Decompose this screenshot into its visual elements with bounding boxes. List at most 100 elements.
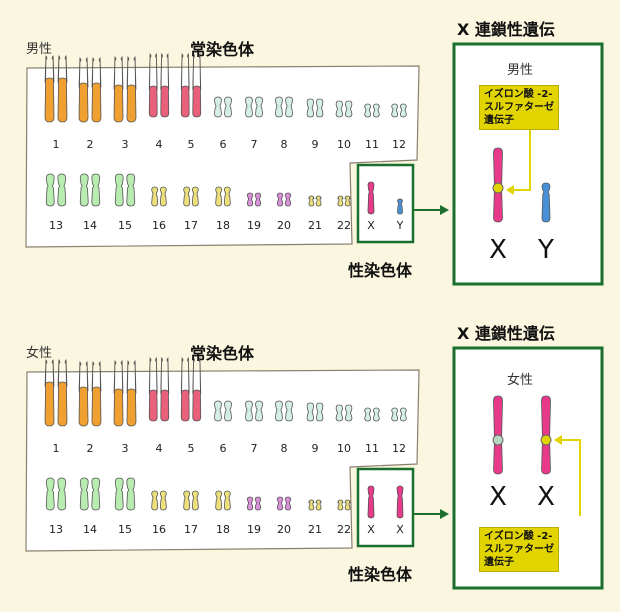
- male-chromosome-8-left: [275, 96, 283, 118]
- male-chromosome-20-right: [284, 192, 292, 207]
- female-chromosome-10-left: [335, 404, 343, 422]
- male-chromosome-9-left: [306, 98, 314, 118]
- male-chromosome-1-right: [57, 55, 68, 123]
- male-chromosome-number-9: 9: [311, 138, 319, 151]
- female-chromosome-21-right: [315, 499, 322, 511]
- female-chromosome-number-3: 3: [121, 442, 129, 455]
- male-chromosome-22-right: [344, 195, 351, 207]
- female-chromosome-number-21: 21: [308, 523, 322, 536]
- female-chromosome-number-4: 4: [155, 442, 163, 455]
- male-chromosome-number-3: 3: [121, 138, 129, 151]
- male-chromosome-18-right: [223, 186, 231, 207]
- male-chromosome-15-left: [114, 173, 124, 207]
- male-large-y: [541, 182, 551, 223]
- male-chromosome-7-right: [255, 96, 263, 118]
- female-chromosome-10-right: [345, 404, 353, 422]
- male-chromosome-number-17: 17: [184, 219, 198, 232]
- male-chromosome-number-19: 19: [247, 219, 261, 232]
- male-panel-label: 男性: [507, 63, 534, 78]
- female-chromosome-1-left: [44, 359, 55, 427]
- female-chromosome-number-10: 10: [337, 442, 351, 455]
- female-chromosome-number-14: 14: [83, 523, 97, 536]
- female-chromosome-7-right: [255, 400, 263, 422]
- male-chromosome-number-2: 2: [86, 138, 94, 151]
- male-chromosome-16-right: [159, 186, 167, 207]
- female-chromosome-20-left: [276, 496, 284, 511]
- female-sex-number-2: X: [396, 523, 404, 536]
- female-chromosome-4-left: [148, 356, 158, 422]
- male-chromosome-12-right: [399, 103, 407, 118]
- female-sex-chromosome-1: [367, 485, 375, 519]
- male-chromosome-2-left: [78, 57, 89, 123]
- female-chromosome-number-6: 6: [219, 442, 227, 455]
- female-chromosome-number-17: 17: [184, 523, 198, 536]
- female-chromosome-15-left: [114, 477, 124, 511]
- male-chromosome-20-left: [276, 192, 284, 207]
- female-sex-chromosome-box: [356, 467, 415, 548]
- male-chromosome-13-right: [57, 173, 67, 207]
- female-chromosome-7-left: [245, 400, 253, 422]
- male-chromosome-21-left: [308, 195, 315, 207]
- female-chromosome-number-22: 22: [337, 523, 351, 536]
- female-chromosome-number-12: 12: [392, 442, 406, 455]
- male-chromosome-14-left: [79, 173, 89, 207]
- female-chromosome-20-right: [284, 496, 292, 511]
- female-chromosome-number-9: 9: [311, 442, 319, 455]
- female-chromosome-22-right: [344, 499, 351, 511]
- male-chromosome-number-14: 14: [83, 219, 97, 232]
- male-chromosome-19-right: [254, 192, 262, 207]
- female-normal-locus: [492, 434, 504, 446]
- female-chromosome-21-left: [308, 499, 315, 511]
- male-chromosome-6-left: [214, 96, 222, 118]
- female-chromosome-number-11: 11: [365, 442, 379, 455]
- female-sex-chromosome-2: [396, 485, 404, 519]
- female-chromosome-6-right: [224, 400, 232, 422]
- male-chromosome-11-left: [364, 103, 372, 118]
- female-chromosome-number-2: 2: [86, 442, 94, 455]
- female-gene-pointer: [562, 439, 581, 516]
- female-chromosome-3-left: [113, 360, 124, 427]
- male-sex-number-2: Y: [396, 219, 404, 232]
- female-autosome-title: 常染色体: [190, 344, 255, 363]
- female-chromosome-1-right: [57, 359, 68, 427]
- male-chromosome-10-right: [345, 100, 353, 118]
- female-chromosome-13-right: [57, 477, 67, 511]
- male-chromosome-number-15: 15: [118, 219, 132, 232]
- male-sex-number-1: X: [367, 219, 375, 232]
- male-link-arrowhead: [440, 205, 449, 215]
- female-big-letter-1: X: [489, 482, 507, 512]
- female-chromosome-8-left: [275, 400, 283, 422]
- male-sex-chromosome-1: [367, 181, 375, 215]
- male-chromosome-2-right: [91, 57, 102, 123]
- female-chromosome-22-left: [337, 499, 344, 511]
- female-chromosome-5-left: [180, 356, 190, 422]
- male-chromosome-number-16: 16: [152, 219, 166, 232]
- female-big-letter-2: X: [537, 482, 555, 512]
- female-chromosome-number-5: 5: [187, 442, 195, 455]
- male-chromosome-15-right: [126, 173, 136, 207]
- female-chromosome-6-left: [214, 400, 222, 422]
- male-sex-label: 男性: [26, 42, 53, 57]
- male-chromosome-number-18: 18: [216, 219, 230, 232]
- male-xlinked-title: X 連鎖性遺伝: [457, 20, 555, 39]
- female-chromosome-5-right: [192, 356, 202, 422]
- female-chromosome-number-16: 16: [152, 523, 166, 536]
- female-chromosome-11-left: [364, 407, 372, 422]
- male-chromosome-5-left: [180, 52, 190, 118]
- male-chromosome-19-left: [246, 192, 254, 207]
- male-gene-pointer: [514, 112, 531, 191]
- male-chromosome-number-10: 10: [337, 138, 351, 151]
- male-chromosome-4-right: [160, 52, 170, 118]
- male-big-letter-1: X: [489, 235, 507, 265]
- male-chromosome-16-left: [151, 186, 159, 207]
- female-chromosome-11-right: [372, 407, 380, 422]
- male-chromosome-number-4: 4: [155, 138, 163, 151]
- male-chromosome-21-right: [315, 195, 322, 207]
- female-chromosome-12-right: [399, 407, 407, 422]
- male-chromosome-number-22: 22: [337, 219, 351, 232]
- female-chromosome-19-right: [254, 496, 262, 511]
- male-chromosome-number-11: 11: [365, 138, 379, 151]
- female-chromosome-18-left: [215, 490, 223, 511]
- male-chromosome-7-left: [245, 96, 253, 118]
